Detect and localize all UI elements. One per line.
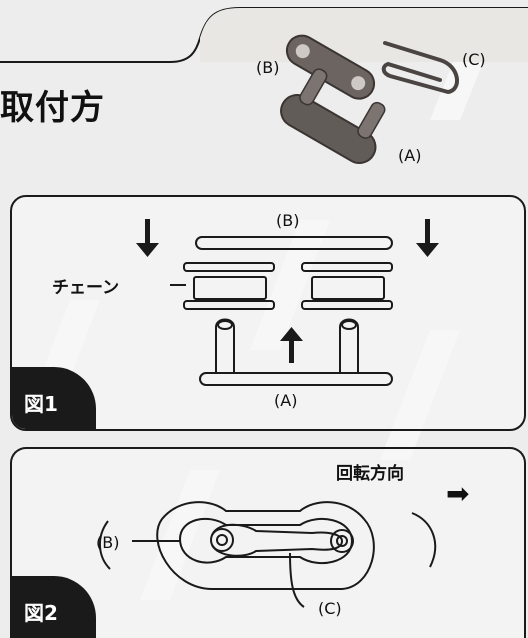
chain-link-right [301,262,393,272]
spring-clip-c [211,523,344,557]
chain-label: チェーン [52,278,120,298]
arrow-down-left-icon [145,219,150,247]
figure-1-badge: 図1 [12,367,96,429]
direction-arrow-icon: ➡ [446,477,470,510]
arrow-up-icon [289,337,294,363]
page-title: 取付方 [0,88,105,128]
figure-1-label-a: (A) [274,391,298,410]
chain-link-left [183,262,275,272]
chain-outline [156,501,375,590]
figure-2-diagram [99,501,437,608]
side-plate-b-top-view [178,517,354,565]
figure-1-badge-text: 図1 [24,392,58,416]
figure-1-label-b: (B) [276,211,300,230]
figure-2-badge-text: 図2 [24,601,58,625]
figure-1-diagram [136,219,439,386]
figure-2-panel: 回転方向 ➡ (B) (C) 図2 [10,447,526,638]
arrow-down-right-icon [425,219,430,247]
photo-label-b: (B) [256,58,280,77]
photo-label-c: (C) [462,50,486,69]
photo-label-a: (A) [398,146,422,165]
figure-2-label-b: (B) [96,533,120,552]
side-plate-b [195,236,393,250]
figure-2-label-c: (C) [318,599,342,618]
pin-link-a [199,372,393,386]
figure-1-panel: (B) (A) チェーン 図1 [10,195,526,431]
direction-label: 回転方向 [336,464,404,484]
figure-2-badge: 図2 [12,576,96,638]
